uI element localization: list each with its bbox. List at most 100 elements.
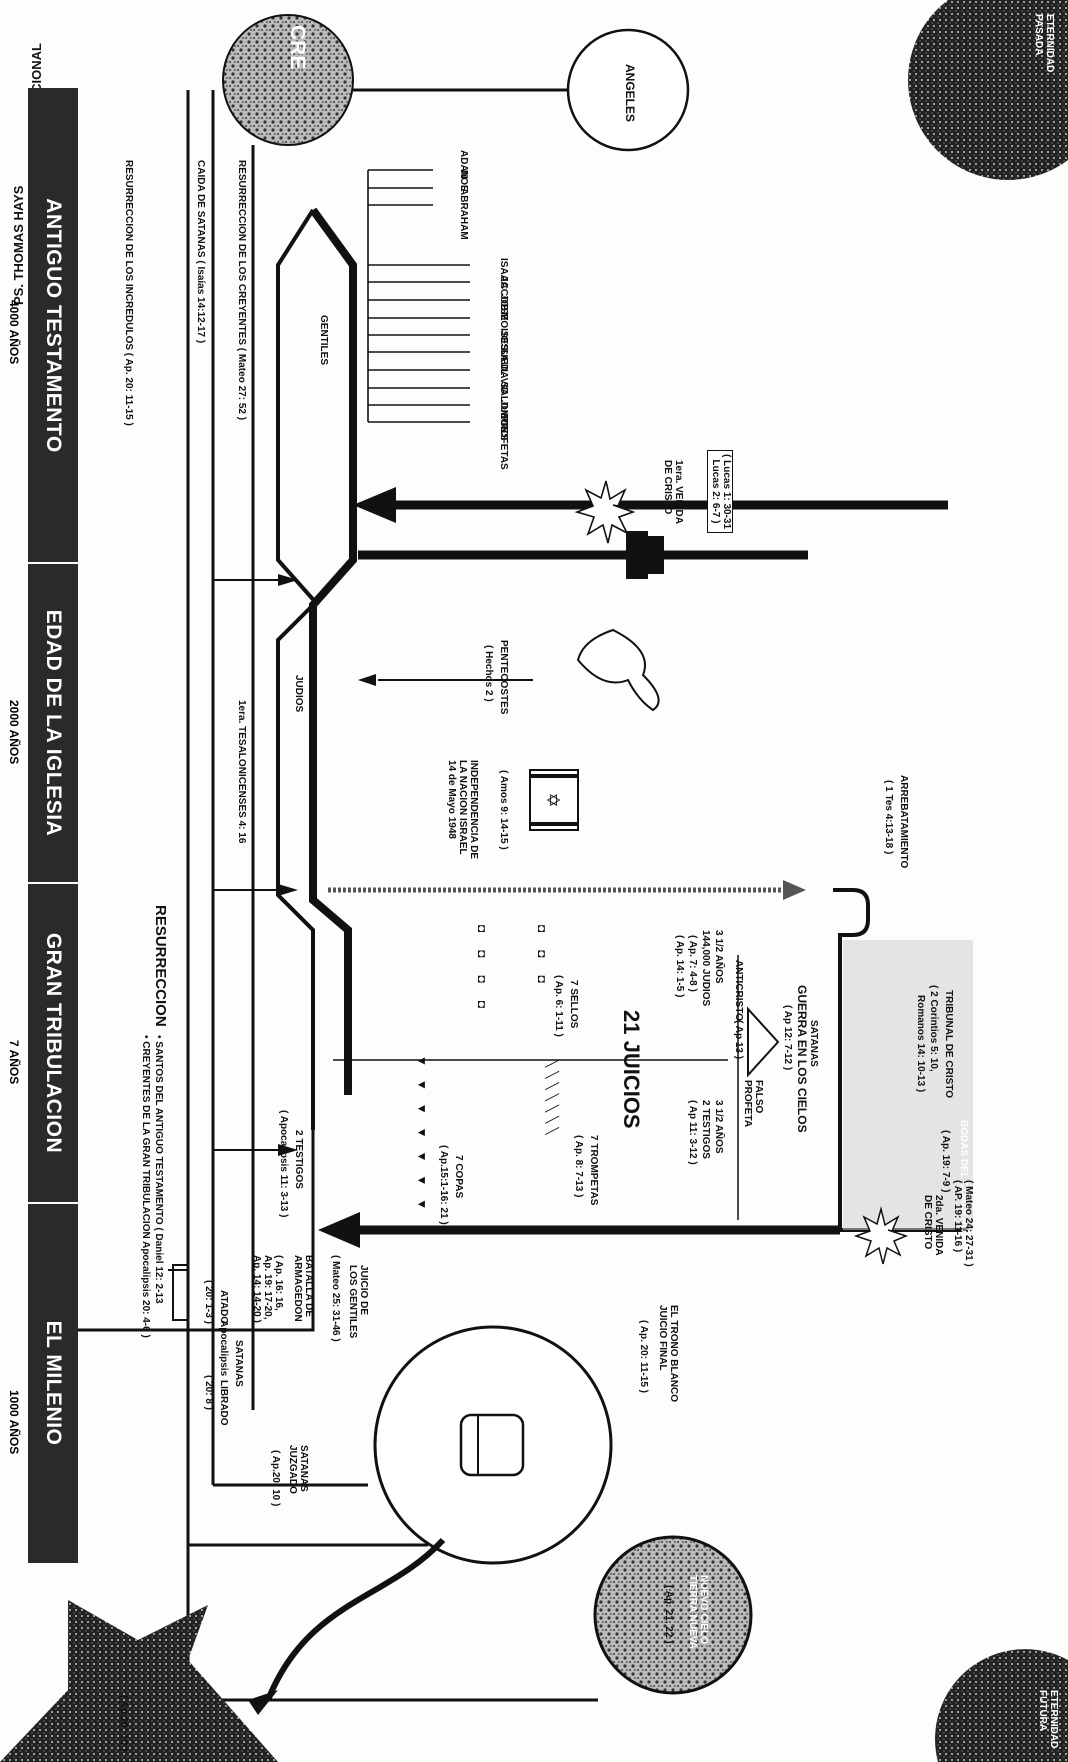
creation-label: CRE [286, 25, 309, 70]
trumpets-ref: ( Ap. 8: 7-13 ) [573, 1135, 584, 1198]
heaven-clouds [843, 940, 973, 1230]
patriarch-2: ABRAHAM [458, 188, 469, 240]
era-label-millennium: EL MILENIO [42, 1320, 65, 1446]
judgment-seat-label: TRIBUNAL DE CRISTO [943, 990, 954, 1098]
rapture-ref: ( 1 Tes 4:13-18 ) [883, 780, 894, 855]
first-half-ref1: ( Ap. 7: 4-8 ) [687, 935, 698, 992]
satan-loosed-label: LIBRADO [218, 1380, 229, 1426]
judgment-seat-ref1: ( 2 Corintios 5: 10, [928, 985, 939, 1072]
duration-trib: 7 AÑOS [7, 1040, 21, 1085]
white-throne-label: EL TRONO BLANCO JUICIO FINAL [657, 1305, 679, 1403]
second-coming-star [853, 1206, 909, 1265]
judgment-seat-ref2: Romanos 14: 10-13 ) [915, 995, 926, 1093]
satan-judged-ref: ( Ap.20: 10 ) [270, 1450, 281, 1507]
throne-icon [459, 1413, 525, 1477]
false-prophet-label: FALSO PROFETA [742, 1080, 764, 1128]
era-band-church [28, 563, 78, 883]
second-coming-refs: ( Mateo 24: 27-31 ) ( AP. 19: 11-16 ) [952, 1180, 974, 1267]
white-throne-ref: ( Ap. 20: 11-15 ) [638, 1320, 649, 1393]
satan-label: SATANAS [808, 1020, 819, 1067]
duration-ot: 4000 AÑOS [7, 300, 21, 365]
gentiles-label: GENTILES [318, 315, 329, 366]
svg-text:✡: ✡ [542, 792, 563, 807]
first-half-title: 3 1/2 AÑOS [713, 930, 724, 984]
duration-millennium: 1000 AÑOS [7, 1390, 21, 1455]
satan-bound-label: ATADO [218, 1290, 229, 1325]
first-half-jews: 144,000 JUDIOS [700, 930, 711, 1007]
war-heaven-label: GUERRA EN LOS CIELOS [795, 985, 809, 1133]
first-coming-label: 1era. VENIDA DE CRISTO [662, 460, 684, 524]
creation-globe [222, 14, 354, 146]
pentecost-label: PENTECOSTES [498, 640, 509, 715]
judgments-title: 21 JUICIOS [619, 1010, 644, 1129]
bowls-label: 7 COPAS [453, 1155, 464, 1199]
resurrection-title: RESURRECCION [152, 905, 169, 1027]
eternity-past-shape [908, 0, 1068, 180]
era-band-trib [28, 883, 78, 1203]
new-heaven-ref: ( Ap. 21, 22 ) [663, 1585, 674, 1644]
satan-bound-ref: ( 20: 1-3 ) [203, 1280, 214, 1324]
judios-label: JUDIOS [293, 675, 304, 713]
era-label-ot: ANTIGUO TESTAMENTO [42, 198, 65, 453]
lake-of-fire-ref: ( Ap.20: 10 ) [118, 1695, 129, 1752]
era-band-millennium [28, 1203, 78, 1563]
eternity-future-shape [935, 1649, 1068, 1762]
new-heaven-label: NUEVO CIELO TIERRA NUEVA [687, 1575, 709, 1649]
dove-image [576, 628, 660, 712]
resurrection-line2: • CREYENTES DE LA GRAN TRIBULACION Apoca… [140, 1035, 151, 1338]
antichrist-ref: ( Ap 13 ) [733, 1020, 744, 1060]
fall-of-satan-label: CAIDA DE SATANAS ( Isaías 14:12-17 ) [195, 160, 206, 344]
seals-label: 7 SELLOS [568, 980, 579, 1029]
pentecost-ref: ( Hechos 2 ) [483, 645, 494, 702]
israel-ref: ( Amos 9: 14-15 ) [498, 770, 509, 850]
antichrist-label: ANTICRISTO [733, 960, 744, 1021]
duration-church: 2000 AÑOS [7, 700, 21, 765]
war-heaven-ref: ( Ap 12: 7-12 ) [782, 1005, 793, 1071]
armageddon-refs: ( Ap. 16: 16, Ap. 19: 17-20, Ap. 14: 14-… [251, 1255, 284, 1323]
second-half-ref: ( Ap 11: 3-12 ) [687, 1100, 698, 1165]
evil-trinity-triangle [747, 1006, 780, 1078]
rapture-label: ARREBATAMIENTO [898, 775, 909, 869]
seals-icons-row2: ◘◘◘◘ [475, 925, 489, 1026]
seals-icons: ◘◘◘ [535, 925, 549, 1001]
first-coming-star [574, 480, 636, 544]
bowls-ref: ( Ap.15:1-16: 21 ) [438, 1145, 449, 1225]
era-label-church: EDAD DE LA IGLESIA [42, 609, 65, 837]
resurrection-believers-label: RESURRECCION DE LOS CREYENTES ( Mateo 27… [236, 160, 247, 421]
second-half-title: 3 1/2 AÑOS [713, 1100, 724, 1154]
judgment-gentiles-label: JUICIO DE LOS GENTILES [347, 1265, 369, 1339]
satan-judged-label: SATANAS JUZGADO [287, 1445, 309, 1494]
armageddon-label: BATALLA DE ARMAGEDON [292, 1255, 314, 1322]
thessalonians-label: 1era. TESALONICENSES 4: 16 [236, 700, 247, 844]
first-half-ref2: ( Ap. 14: 1-5 ) [674, 935, 685, 998]
era-band-ot [28, 88, 78, 563]
second-half-witnesses: 2 TESTIGOS [700, 1100, 711, 1159]
lake-of-fire-shape [0, 1600, 278, 1762]
resurrection-unbelievers-label: RESURRECCION DE LOS INCREDULOS ( Ap. 20:… [123, 160, 134, 426]
era-label-trib: GRAN TRIBULACION [42, 932, 65, 1154]
two-witnesses-label: 2 TESTIGOS [293, 1130, 304, 1189]
satan-loosed-ref: ( 20: 8 ) [203, 1375, 214, 1411]
wedding-ref: ( Ap. 19: 7-9 ) [940, 1130, 951, 1193]
trumpets-icons: ╲╲╲╲╲╲╲ [545, 1060, 559, 1139]
new-heaven-circle [593, 1535, 753, 1695]
resurrection-line1: • SANTOS DEL ANTIGUO TESTAMENTO ( Daniel… [153, 1035, 164, 1304]
satan-millennium-title: SATANAS [233, 1340, 244, 1387]
angels-label: ANGELES [623, 64, 637, 123]
bowls-icons: ▼▼▼▼▼▼▼ [415, 1055, 429, 1223]
trumpets-label: 7 TROMPETAS [588, 1135, 599, 1206]
israel-flag [529, 769, 579, 831]
cross-beam [626, 531, 648, 579]
seals-ref: ( Ap. 6: 1-11 ) [553, 975, 564, 1037]
patriarch-12: PROFETAS [498, 416, 509, 470]
judgment-gentiles-ref: ( Mateo 25: 31-46 ) [330, 1255, 341, 1342]
first-coming-refs: ( Lucas 1: 30-31 Lucas 2: 6-7 ) [707, 450, 733, 534]
two-witnesses-ref: ( Apocalipsis 11: 3-13 ) [278, 1110, 289, 1218]
second-coming-label: 2da. VENIDA DE CRISTO [922, 1195, 944, 1256]
